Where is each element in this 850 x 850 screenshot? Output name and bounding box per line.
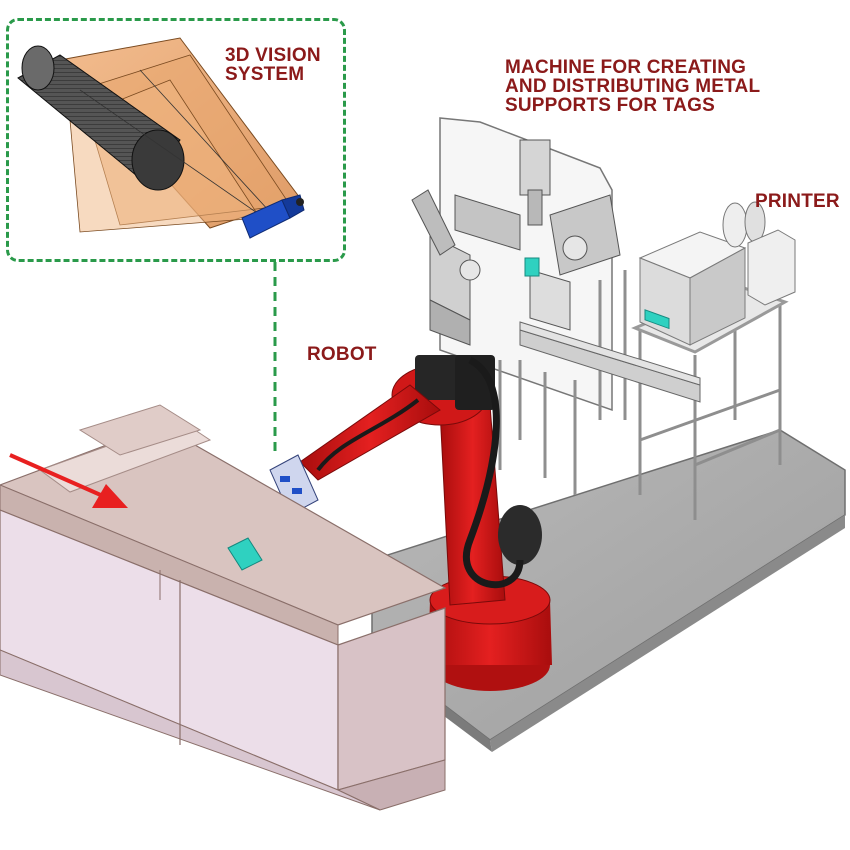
printer-label: PRINTER <box>755 191 840 212</box>
vision-system-label-line: 3D VISION <box>225 45 321 66</box>
red-direction-arrow <box>9 453 128 508</box>
machine-label-line: AND DISTRIBUTING METAL <box>505 76 761 97</box>
printer <box>638 201 796 346</box>
robot-label: ROBOT <box>307 344 377 365</box>
machine-label-line: MACHINE FOR CREATING <box>505 57 747 78</box>
vision-system-label-line: SYSTEM <box>225 64 305 85</box>
robot-arm <box>251 355 552 691</box>
machine-label: MACHINE FOR CREATING AND DISTRIBUTING ME… <box>505 58 760 115</box>
vision-system-illustration <box>17 37 305 239</box>
steel-beam <box>0 404 447 811</box>
camera-icon <box>241 194 305 239</box>
metal-tag <box>227 537 263 571</box>
vision-system-label: 3D VISION SYSTEM <box>225 46 321 84</box>
vision-system-callout <box>6 18 346 262</box>
machine-label-line: SUPPORTS FOR TAGS <box>505 95 715 116</box>
support-machine <box>411 117 701 495</box>
